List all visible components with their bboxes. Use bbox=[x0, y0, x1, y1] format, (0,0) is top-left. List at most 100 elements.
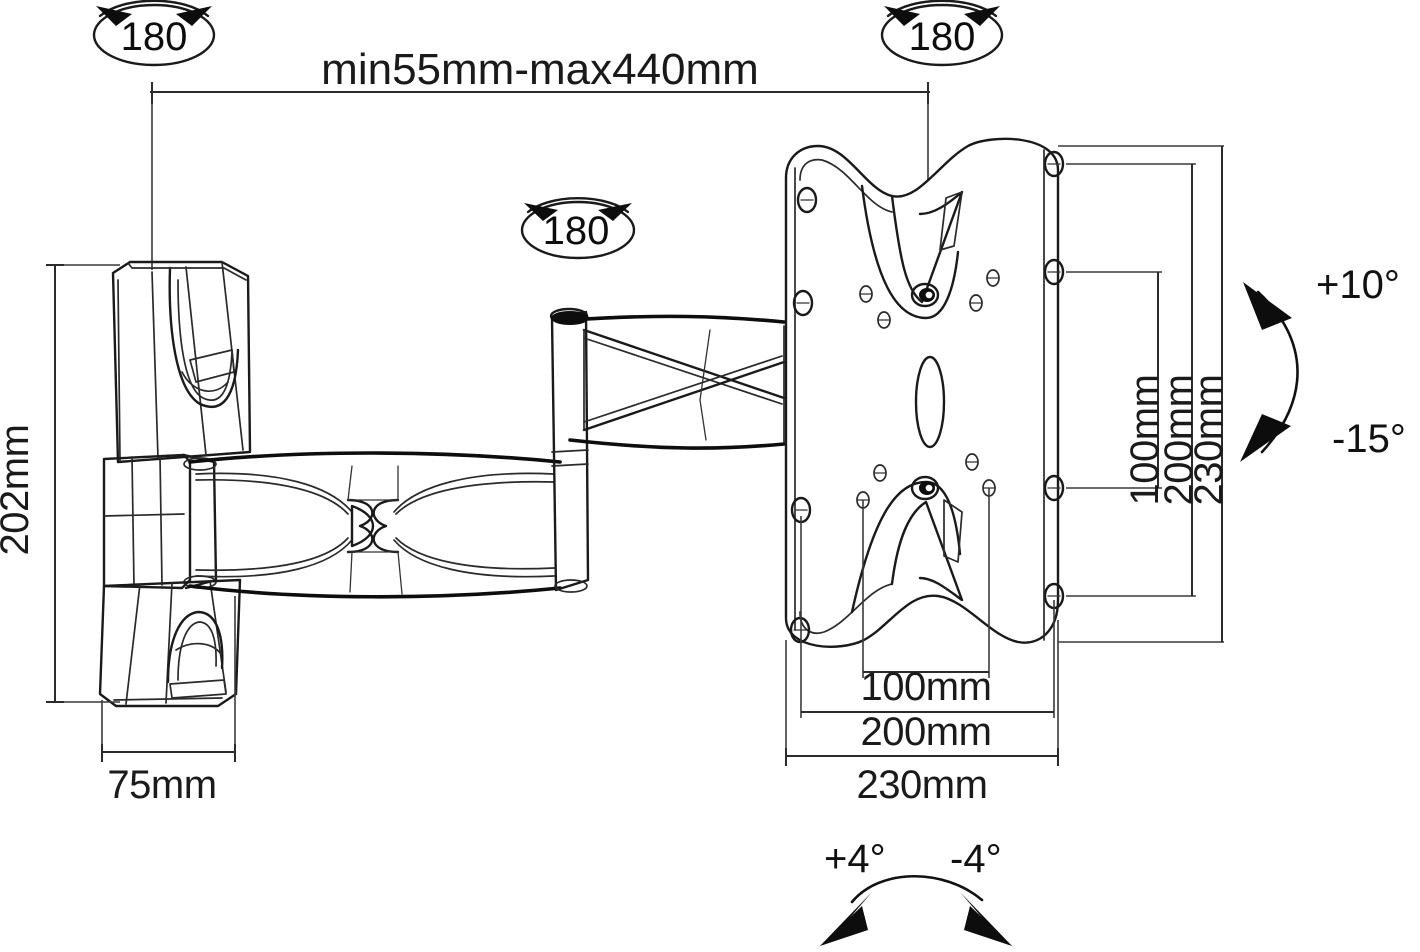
mounting-hole-icon bbox=[789, 616, 811, 644]
wall-bracket-lower-rib-2 bbox=[165, 582, 173, 704]
wall-bracket-upper-recess-outer bbox=[168, 266, 240, 409]
arm-lower-truss-ll-2 bbox=[195, 537, 349, 572]
arm-lower-top-edge bbox=[188, 451, 562, 464]
pivot-boss-lower-outer bbox=[910, 475, 940, 501]
vesa-pivot-boss-upper bbox=[910, 282, 940, 308]
wall-bracket-upper-rib-1 bbox=[151, 271, 159, 459]
mid-joint-seam-upper bbox=[551, 449, 589, 453]
rotation-badge-label: 180 bbox=[909, 15, 976, 59]
vdim-label-200: 200mm bbox=[1157, 375, 1201, 506]
arm-lower-truss-lr-2 bbox=[395, 537, 555, 570]
vesa-pivot-boss-lower bbox=[910, 475, 940, 501]
vesa-gusset-upper-arc bbox=[860, 184, 960, 320]
tilt-arrow-down-icon bbox=[1240, 414, 1291, 462]
arm-lower-truss-ur-2 bbox=[395, 480, 555, 515]
wall-bracket-lower-hook-tab bbox=[169, 679, 227, 699]
mounting-hole-icon bbox=[792, 289, 814, 317]
arm-lower-truss-ll bbox=[195, 539, 353, 578]
wall-bracket-lower-recess-arc bbox=[175, 642, 222, 655]
wall-bracket-upper-top-chamfer bbox=[127, 262, 247, 281]
roll-arc-icon bbox=[850, 875, 984, 904]
rotation-arrow-head-left-icon bbox=[884, 6, 920, 26]
wall-bracket-lower-rib-3 bbox=[209, 580, 227, 693]
mounting-hole-icon bbox=[873, 464, 887, 482]
rotation-arrow-head-right-icon bbox=[598, 203, 632, 221]
vdim-label-100: 100mm bbox=[1123, 375, 1167, 506]
roll-angle-indicator: +4° -4° bbox=[818, 837, 1014, 948]
pivot-block-top-cap bbox=[183, 457, 217, 471]
mounting-hole-icon bbox=[965, 453, 979, 471]
rotation-badge-ellipse bbox=[92, 3, 216, 67]
arm-upper-brace-v2 bbox=[699, 399, 707, 441]
roll-arrow-left-icon-2 bbox=[820, 906, 868, 946]
roll-right-label: -4° bbox=[950, 837, 1002, 881]
vesa-holes-right-column bbox=[1043, 150, 1065, 610]
arm-lower-truss-lr bbox=[393, 539, 555, 578]
arm-lower-truss-ur bbox=[393, 472, 555, 513]
rotation-badge-degree: ° bbox=[610, 206, 618, 228]
wall-bracket-upper-edge-left bbox=[117, 279, 121, 461]
mounting-hole-icon bbox=[859, 285, 873, 303]
vesa-plate-outline bbox=[784, 137, 1060, 648]
tilt-arrow-up-icon bbox=[1243, 282, 1292, 330]
wall-bracket-upper-rib-2 bbox=[185, 266, 207, 456]
wall-plate-width-dimension: 75mm bbox=[101, 596, 236, 807]
rotation-badge-mid-joint: 180 ° bbox=[520, 197, 636, 260]
wall-bracket-upper-outline bbox=[111, 260, 252, 464]
arm-lower-truss-ul-2 bbox=[195, 478, 349, 515]
wall-bracket-lower bbox=[98, 578, 242, 708]
rotation-badge-ellipse bbox=[880, 3, 1004, 67]
arm-lower-brace-v3 bbox=[349, 551, 353, 593]
wall-bracket-lower-recess-inner bbox=[177, 621, 217, 681]
wall-bracket-lower-recess-outer bbox=[166, 610, 224, 684]
mounting-hole-icon bbox=[1043, 150, 1065, 178]
vesa-mounting-plate bbox=[784, 137, 1065, 648]
extension-dimension-group: min55mm-max440mm bbox=[150, 45, 930, 330]
hdim75-label: 75mm bbox=[107, 763, 216, 807]
hdim-label-100: 100mm bbox=[861, 665, 992, 709]
rotation-badge-degree: ° bbox=[190, 11, 198, 33]
wall-bracket-assembly bbox=[98, 260, 252, 708]
rotation-arrow-head-right-icon bbox=[964, 6, 1000, 26]
tilt-down-label: -15° bbox=[1332, 417, 1406, 461]
roll-arrow-left-icon bbox=[818, 892, 872, 948]
mounting-hole-icon bbox=[1043, 258, 1065, 286]
arm-lower-truss-ul bbox=[195, 472, 353, 513]
arm-lower-brace-v4 bbox=[397, 551, 403, 595]
pivot-block-rib-1 bbox=[131, 456, 135, 587]
wall-bracket-lower-outline bbox=[98, 578, 242, 708]
mounting-hole-icon bbox=[796, 186, 818, 214]
vesa-plate-inner-edge-top bbox=[799, 158, 893, 213]
arm-lower-brace-v1 bbox=[347, 465, 353, 501]
wall-bracket-upper-recess-base bbox=[181, 371, 229, 392]
tilt-angle-indicator: +10° -15° bbox=[1240, 263, 1406, 462]
wall-bracket-upper-hook-tab bbox=[189, 349, 235, 383]
hdim-label-200: 200mm bbox=[861, 710, 992, 754]
rotation-arrow-head-right-icon bbox=[176, 6, 212, 26]
rotation-arrow-head-left-icon bbox=[96, 6, 132, 26]
extension-dimension-label: min55mm-max440mm bbox=[321, 45, 759, 94]
mounting-hole-icon bbox=[1043, 474, 1065, 502]
arm-upper-truss-diag-1b bbox=[583, 337, 783, 405]
roll-arrow-right-icon bbox=[960, 892, 1014, 948]
arm-upper-truss-diag-2 bbox=[582, 360, 786, 432]
vesa-gusset-upper-rib bbox=[939, 191, 963, 251]
rotation-badge-wall-joint: 180 ° bbox=[92, 0, 216, 67]
arm-upper-truss-diag-1 bbox=[582, 328, 786, 400]
rotation-arrow-head-left-icon bbox=[524, 203, 558, 221]
rotation-badge-plate-joint: 180 ° bbox=[880, 0, 1004, 67]
arm-lower-bottom-edge bbox=[188, 584, 562, 599]
wall-bracket-lower-bottom-chamfer bbox=[113, 697, 223, 701]
pivot-block-rib-2 bbox=[159, 455, 163, 586]
rotation-badge-label: 180 bbox=[121, 15, 188, 59]
wall-bracket-lower-rib-1 bbox=[125, 583, 141, 705]
wall-bracket-upper bbox=[111, 260, 252, 464]
pivot-boss-upper-hole-icon bbox=[925, 291, 933, 299]
hdim-label-230: 230mm bbox=[857, 763, 988, 807]
mounting-hole-icon bbox=[969, 294, 983, 312]
wall-plate-height-dimension: 202mm bbox=[0, 264, 120, 703]
mounting-hole-icon bbox=[877, 311, 891, 329]
